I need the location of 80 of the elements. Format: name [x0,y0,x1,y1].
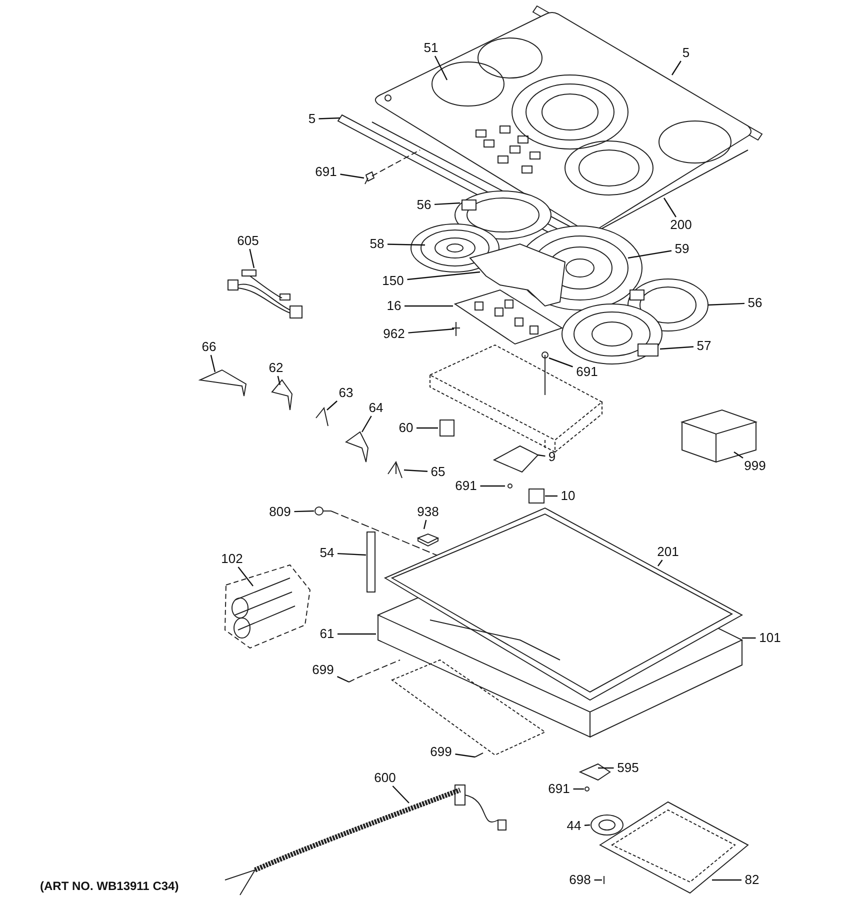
callout-number: 938 [414,504,442,520]
leader-line [408,328,454,334]
callout-number: 150 [380,273,406,289]
leader-line [392,786,410,804]
callout-number: 51 [422,40,440,56]
callout-number: 691 [452,478,480,494]
leader-line [326,400,338,410]
callout-number: 962 [380,326,408,342]
leader-line [708,302,745,306]
leader-line [318,117,340,120]
leader-line [407,271,480,280]
callout-number: 56 [414,197,434,213]
callout-number: 9 [546,449,558,465]
callout-number: 16 [384,298,404,314]
leader-line [387,244,426,246]
leader-line [434,202,460,206]
callout-number: 56 [746,295,764,311]
leader-line [538,454,546,457]
callout-number: 691 [574,364,600,380]
callout-number: 809 [266,504,294,520]
leader-line [361,416,372,432]
leader-line [480,485,505,487]
callout-number: 82 [742,872,762,888]
callout-number: 691 [312,164,340,180]
callout-number: 699 [310,662,336,678]
callout-number: 58 [368,236,386,252]
leader-line [340,174,364,179]
callout-number: 65 [428,464,448,480]
callout-number: 595 [614,760,642,776]
callout-number: 60 [396,420,416,436]
callout-number: 201 [654,544,682,560]
callout-number: 5 [306,111,318,127]
callout-number: 59 [672,241,692,257]
leader-line [573,788,584,790]
callout-number: 54 [318,545,336,561]
callout-number: 101 [756,630,784,646]
leader-line [734,452,744,458]
leader-line [294,510,314,512]
leader-line [210,354,216,372]
art-number-label: (ART NO. WB13911 C34) [40,879,179,893]
callout-number: 605 [234,233,262,249]
callout-number: 5 [680,45,692,61]
callout-number: 699 [428,744,454,760]
leader-line [404,469,428,472]
leader-line [545,495,558,497]
callout-number: 61 [318,626,336,642]
leader-line [416,427,438,429]
callout-number: 600 [372,770,398,786]
callout-number: 698 [566,872,594,888]
callout-number: 44 [564,818,584,834]
leader-line [455,754,476,758]
callout-number: 66 [200,339,218,355]
leader-line [628,250,672,259]
callout-number: 999 [742,458,768,474]
callout-number: 63 [336,385,356,401]
leader-line [584,824,590,826]
leader-line [664,198,676,218]
leader-line [238,566,254,586]
callout-number: 64 [366,400,386,416]
leader-line [423,520,427,530]
callout-number: 102 [218,551,246,567]
leader-line [742,637,756,639]
callout-number: 691 [546,781,572,797]
leader-line [277,376,281,386]
leader-line [594,879,602,881]
callout-number: 200 [668,217,694,233]
callout-number: 62 [266,360,286,376]
leader-line [249,248,255,268]
leader-line [337,552,366,556]
leader-line [404,305,453,307]
callout-number: 10 [558,488,578,504]
callout-number: 57 [694,338,714,354]
leader-line [337,676,350,683]
leader-line [598,767,614,769]
leader-line [338,633,376,635]
leader-line [658,560,663,566]
leader-line [548,357,573,368]
leader-line [660,346,694,350]
leader-line [672,60,682,76]
leader-line [712,879,742,881]
